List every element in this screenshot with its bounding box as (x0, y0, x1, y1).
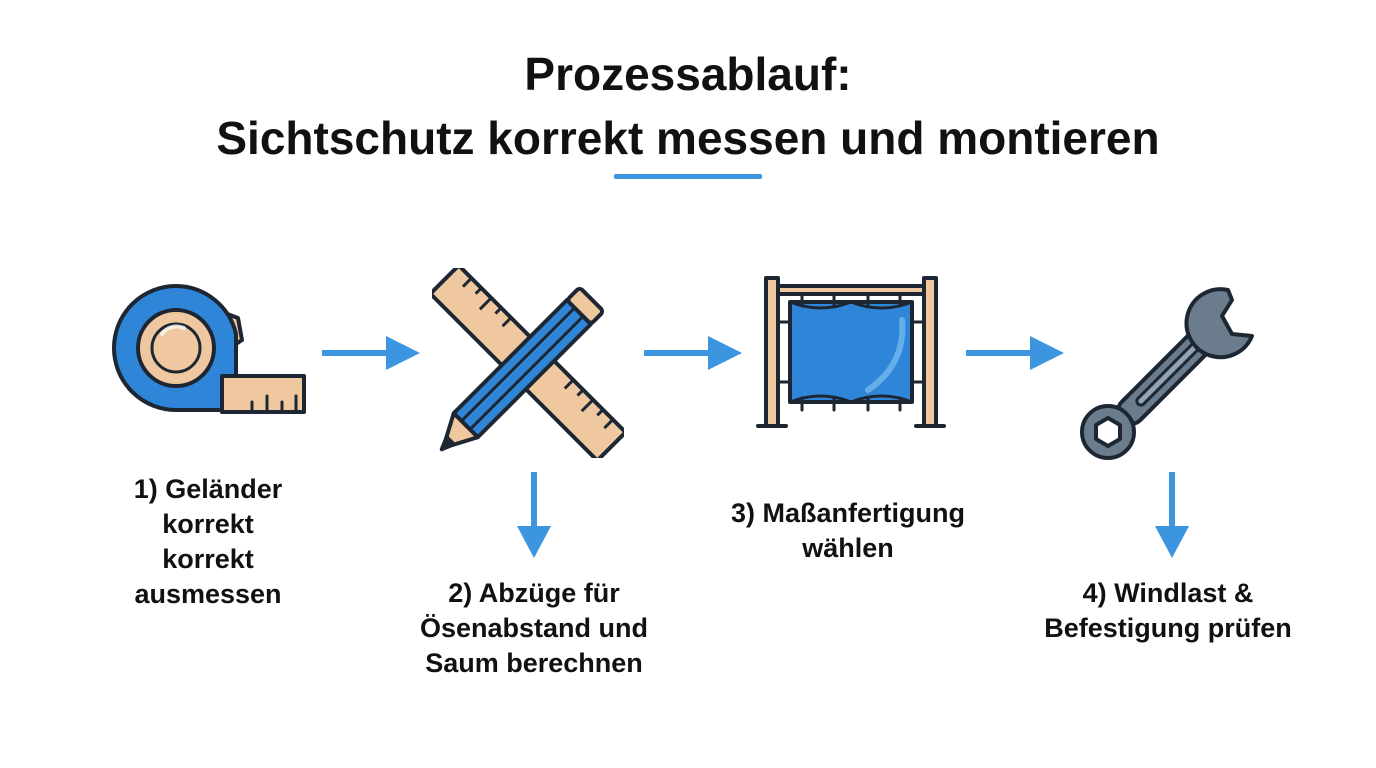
title-line-1: Prozessablauf: (524, 48, 852, 100)
step-2-label-line: 2) Abzüge für (448, 578, 620, 608)
step-4-label-line: 4) Windlast & (1082, 578, 1254, 608)
step-2-label-line: Saum berechnen (425, 648, 643, 678)
arrow-right-1-icon (322, 336, 420, 370)
title-underline (614, 174, 762, 179)
step-3-label-line: 3) Maßanfertigung (731, 498, 965, 528)
arrow-down-2-icon (517, 472, 551, 558)
step-1-label: 1) Geländer korrekt korrekt ausmessen (88, 472, 328, 612)
ruler-pencil-icon (432, 268, 624, 458)
step-2-label: 2) Abzüge für Ösenabstand und Saum berec… (384, 576, 684, 681)
title-line-2: Sichtschutz korrekt messen und montieren (216, 112, 1160, 164)
step-4-label-line: Befestigung prüfen (1044, 613, 1292, 643)
privacy-screen-banner-icon (756, 276, 946, 428)
measuring-tape-icon (112, 284, 306, 414)
step-3-label: 3) Maßanfertigung wählen (698, 496, 998, 566)
step-4-label: 4) Windlast & Befestigung prüfen (1018, 576, 1318, 646)
wrench-icon (1080, 287, 1254, 460)
step-1-label-line: korrekt (162, 509, 254, 539)
arrow-right-2-icon (644, 336, 742, 370)
arrow-right-3-icon (966, 336, 1064, 370)
step-3-label-line: wählen (802, 533, 894, 563)
step-1-label-line: 1) Geländer (133, 474, 283, 504)
step-1-label-line: ausmessen (134, 579, 282, 609)
step-2-label-line: Ösenabstand und (419, 613, 649, 643)
step-1-label-line: korrekt (162, 544, 254, 574)
arrow-down-4-icon (1155, 472, 1189, 558)
page-title: Prozessablauf: Sichtschutz korrekt messe… (0, 42, 1376, 170)
